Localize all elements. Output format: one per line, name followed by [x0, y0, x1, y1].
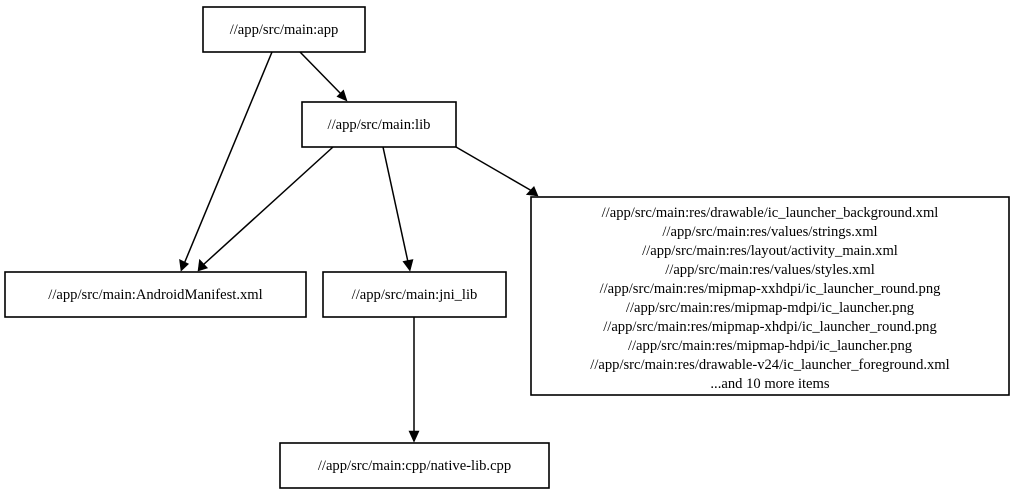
node-native-lib-cpp[interactable]: //app/src/main:cpp/native-lib.cpp [279, 442, 550, 489]
edge-lib-to-resources [455, 146, 539, 197]
node-box[interactable] [4, 271, 307, 318]
resources-line: //app/src/main:res/layout/activity_main.… [642, 243, 898, 259]
edge-line [455, 146, 533, 192]
resources-line: //app/src/main:res/mipmap-xhdpi/ic_launc… [603, 319, 937, 335]
arrow-head-icon [408, 430, 420, 443]
resources-line: //app/src/main:res/drawable-v24/ic_launc… [590, 357, 949, 373]
node-label: //app/src/main:AndroidManifest.xml [48, 287, 262, 303]
node-box[interactable] [301, 101, 457, 148]
node-app[interactable]: //app/src/main:app [202, 6, 366, 53]
edge-group [179, 51, 539, 443]
resources-line: //app/src/main:res/drawable/ic_launcher_… [602, 205, 939, 221]
edge-lib-to-manifest [197, 146, 334, 272]
arrow-head-icon [197, 258, 209, 272]
edge-line [202, 146, 334, 266]
node-box[interactable] [279, 442, 550, 489]
resources-line: //app/src/main:res/mipmap-hdpi/ic_launch… [628, 338, 913, 354]
node-box[interactable] [322, 271, 507, 318]
arrow-head-icon [525, 185, 539, 197]
node-androidmanifest[interactable]: //app/src/main:AndroidManifest.xml [4, 271, 307, 318]
edge-line [299, 51, 344, 97]
edge-app-to-manifest [179, 51, 273, 272]
edge-lib-to-jni_lib [382, 146, 414, 272]
edge-line [183, 51, 273, 265]
arrow-head-icon [402, 259, 414, 272]
node-label: //app/src/main:jni_lib [352, 287, 478, 303]
arrow-head-icon [336, 89, 348, 102]
node-jni-lib[interactable]: //app/src/main:jni_lib [322, 271, 507, 318]
arrow-head-icon [179, 258, 190, 272]
node-box[interactable] [202, 6, 366, 53]
resources-line: //app/src/main:res/mipmap-xxhdpi/ic_laun… [600, 281, 942, 297]
resources-line: //app/src/main:res/mipmap-mdpi/ic_launch… [626, 300, 915, 316]
edge-jni_lib-to-native_lib [408, 317, 420, 443]
resources-line: //app/src/main:res/values/styles.xml [665, 262, 875, 278]
resources-line: //app/src/main:res/values/strings.xml [662, 224, 877, 240]
edge-line [382, 146, 409, 263]
node-label: //app/src/main:app [230, 22, 339, 38]
node-lib[interactable]: //app/src/main:lib [301, 101, 457, 148]
resources-line: ...and 10 more items [710, 376, 829, 392]
node-label: //app/src/main:cpp/native-lib.cpp [318, 458, 511, 474]
edge-app-to-lib [299, 51, 348, 102]
node-label: //app/src/main:lib [328, 117, 431, 133]
node-box[interactable] [530, 196, 1010, 396]
node-resources-list[interactable]: //app/src/main:res/drawable/ic_launcher_… [530, 196, 1010, 396]
